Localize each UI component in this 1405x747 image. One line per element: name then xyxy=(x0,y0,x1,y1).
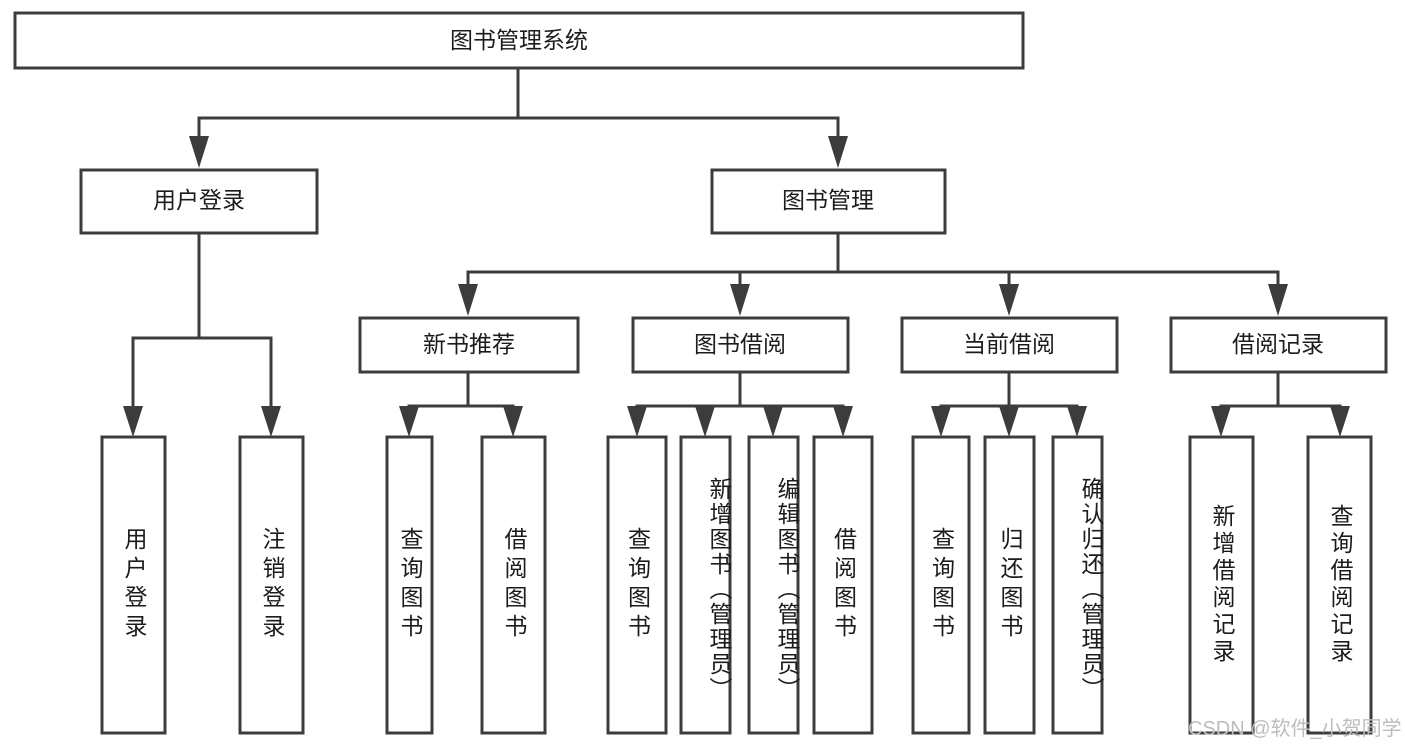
leaf-box-query-record[interactable] xyxy=(1306,435,1373,735)
node-book-management[interactable]: 图书管理 xyxy=(710,168,947,235)
node-user-login[interactable]: 用户登录 xyxy=(79,168,319,235)
node-root-label: 图书管理系统 xyxy=(450,27,588,53)
leaf-box-add-record[interactable] xyxy=(1188,435,1255,735)
leaf-box-query-book-3[interactable] xyxy=(911,435,971,735)
connector-userlogin-to-leaves xyxy=(123,231,281,437)
node-new-book-recommend[interactable]: 新书推荐 xyxy=(358,316,580,374)
connector-newbook-to-leaves xyxy=(399,370,523,437)
node-book-borrow-label: 图书借阅 xyxy=(694,331,786,357)
connector-borrow-to-leaves xyxy=(627,370,853,437)
leaf-box-add-book-admin[interactable] xyxy=(679,435,732,735)
node-current-borrow-label: 当前借阅 xyxy=(963,331,1055,357)
node-book-borrow[interactable]: 图书借阅 xyxy=(631,316,850,374)
leaf-box-query-book-1[interactable] xyxy=(385,435,434,735)
leaf-box-query-book-2[interactable] xyxy=(606,435,668,735)
leaf-box-borrow-book-2[interactable] xyxy=(812,435,874,735)
leaf-box-confirm-return[interactable] xyxy=(1051,435,1104,735)
connector-root-to-level2 xyxy=(189,66,848,168)
node-root[interactable]: 图书管理系统 xyxy=(13,11,1025,70)
node-borrow-records-label: 借阅记录 xyxy=(1232,331,1324,357)
leaf-boxes xyxy=(100,435,1373,735)
node-new-book-recommend-label: 新书推荐 xyxy=(423,331,515,357)
leaf-box-user-login[interactable] xyxy=(100,435,167,735)
node-current-borrow[interactable]: 当前借阅 xyxy=(900,316,1119,374)
csdn-watermark: CSDN @软件_小贺同学 xyxy=(1188,718,1402,740)
leaf-box-borrow-book-1[interactable] xyxy=(480,435,547,735)
node-book-management-label: 图书管理 xyxy=(782,187,874,213)
connector-bookmgmt-to-level3 xyxy=(458,231,1288,316)
node-borrow-records[interactable]: 借阅记录 xyxy=(1169,316,1388,374)
leaf-box-return-book[interactable] xyxy=(983,435,1036,735)
node-user-login-label: 用户登录 xyxy=(153,187,245,213)
connector-current-to-leaves xyxy=(931,370,1087,437)
connector-records-to-leaves xyxy=(1211,370,1350,437)
leaf-box-logout[interactable] xyxy=(238,435,305,735)
leaf-box-edit-book-admin[interactable] xyxy=(747,435,800,735)
